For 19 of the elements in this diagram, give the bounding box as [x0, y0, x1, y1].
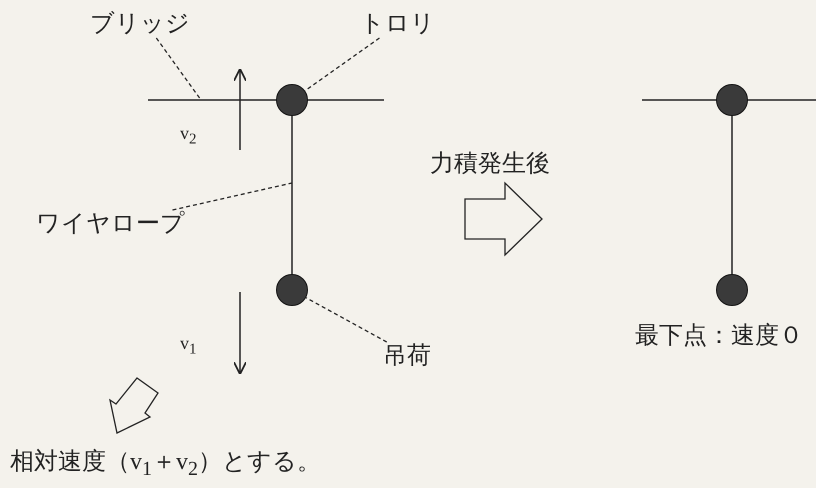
velocity-label: v$_{2}$	[180, 124, 196, 148]
velocity-label: v$_{1}$	[180, 334, 196, 358]
leader-line	[306, 297, 388, 343]
trolley-circle	[276, 84, 308, 116]
part-label: ワイヤロープ	[36, 212, 185, 236]
leader-line	[304, 37, 380, 92]
part-label: 吊荷	[383, 344, 431, 368]
leader-line	[156, 38, 202, 100]
wire-rope-line	[731, 116, 733, 274]
caption-text: 相対速度（v$_{1}$＋v$_{2}$）とする。	[10, 450, 321, 479]
state-label: 力積発生後	[430, 152, 550, 176]
note-text: 最下点：速度０	[635, 324, 803, 348]
trolley-circle	[716, 84, 748, 116]
part-label: トロリ	[360, 12, 435, 36]
load-circle	[276, 274, 308, 306]
leader-line	[172, 182, 292, 211]
part-label: ブリッジ	[90, 12, 190, 36]
load-circle	[716, 274, 748, 306]
wire-rope-line	[291, 116, 293, 274]
